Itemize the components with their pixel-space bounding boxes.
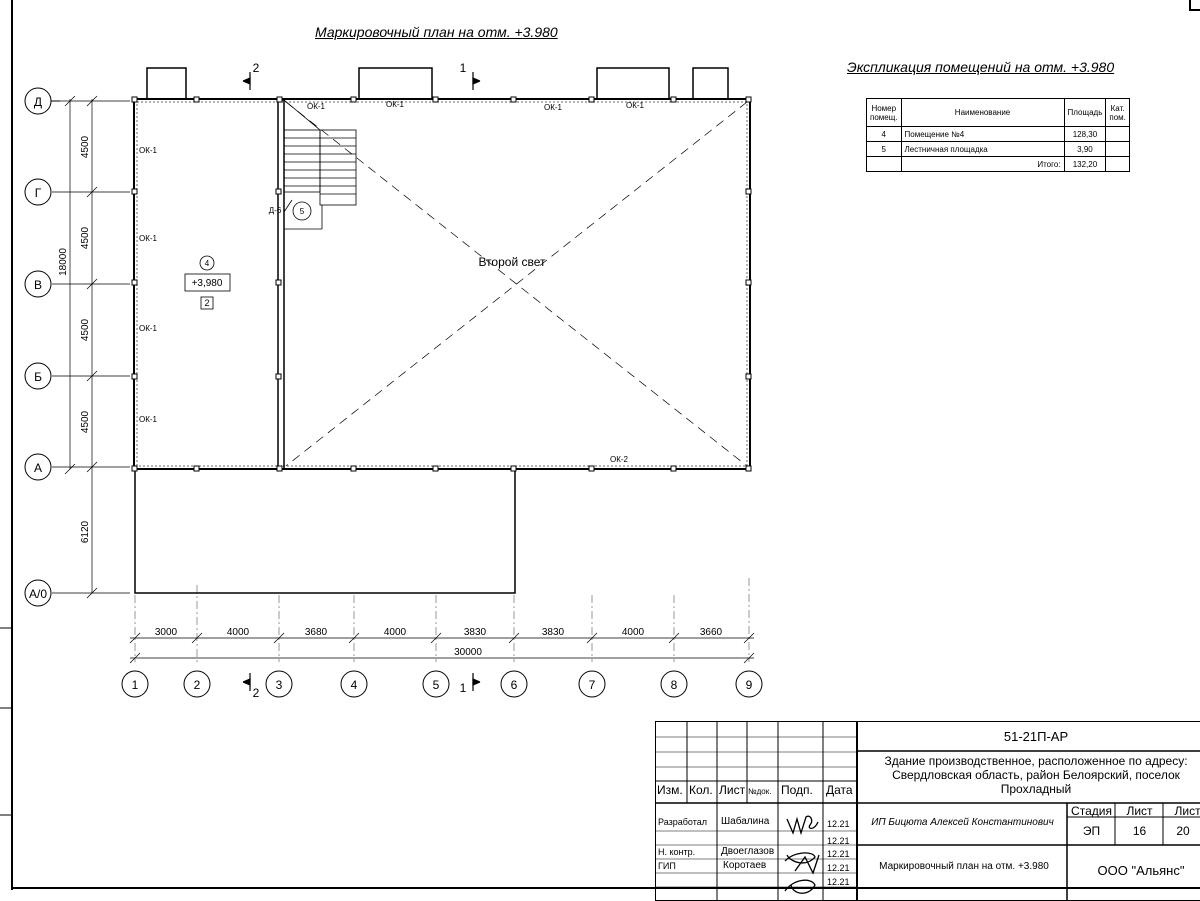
door-mark: Д-6 [269, 206, 282, 215]
room-4-level: +3,980 [192, 278, 223, 289]
window-mark: ОК-1 [139, 146, 158, 155]
axis-row-G: Г [35, 186, 42, 200]
dim-col-5: 3830 [464, 627, 487, 638]
plan-title: Маркировочный план на отм. +3.980 [315, 24, 558, 40]
second-light-label: Второй свет [478, 255, 546, 269]
axis-col-6: 6 [511, 678, 518, 692]
name-gip: Коротаев [723, 860, 767, 871]
axis-row-A: А [34, 461, 42, 475]
stage-label: Стадия [1071, 804, 1112, 818]
table-header: Наименование [900, 98, 1065, 127]
axis-col-1: 1 [132, 678, 139, 692]
axis-col-4: 4 [351, 678, 358, 692]
name-control: Двоеглазов [721, 846, 775, 857]
table-row: 4 Помещение №4 128,30 [866, 126, 1130, 142]
date-developer: 12.21 [827, 819, 850, 829]
date-control-2: 12.21 [827, 836, 850, 846]
explication-table: Номер помещ. Наименование Площадь Кат. п… [866, 98, 1130, 172]
column-header: Подп. [781, 783, 813, 797]
window-mark: ОК-1 [139, 234, 158, 243]
stage-value: ЭП [1082, 824, 1101, 838]
floor-plan: Д Г В Б А А/0 1 2 3 4 5 6 7 8 9 4500 450… [24, 61, 763, 700]
dim-col-4: 4000 [384, 627, 407, 638]
role-control: Н. контр. [658, 847, 696, 857]
axis-col-9: 9 [746, 678, 753, 692]
sheets-value: 20 [1176, 824, 1190, 838]
name-developer: Шабалина [721, 816, 770, 827]
section-label-1-top: 1 [460, 61, 467, 75]
window-mark: ОК-2 [610, 455, 629, 464]
window-mark: ОК-1 [626, 101, 645, 110]
window-mark: ОК-1 [544, 103, 563, 112]
section-label-2-bottom: 2 [253, 686, 260, 700]
axis-row-A0: А/0 [29, 587, 47, 601]
dim-col-total: 30000 [454, 647, 482, 658]
dim-row-2: 4500 [80, 226, 91, 249]
dim-row-4: 4500 [80, 410, 91, 433]
sheets-label: Листов [1174, 804, 1200, 818]
project-code: 51-21П-АР [1003, 729, 1069, 744]
role-developer: Разработал [658, 817, 707, 827]
window-mark: ОК-1 [139, 324, 158, 333]
company-person: ИП Бицюта Алексей Константинович [871, 817, 1054, 828]
sheet-title: Маркировочный план на отм. +3.980 [879, 861, 1049, 872]
room-5-number: 5 [300, 207, 305, 216]
sheet-label: Лист [1126, 804, 1153, 818]
sheet-value: 16 [1132, 824, 1147, 838]
axis-col-5: 5 [433, 678, 440, 692]
room-4-number: 4 [205, 259, 210, 268]
title-block: 51-21П-АР Здание производственное, распо… [655, 721, 1200, 901]
window-mark: ОК-1 [139, 415, 158, 424]
organization: ООО "Альянс" [1097, 863, 1185, 878]
dim-row-1: 4500 [80, 135, 91, 158]
column-header: Изм. [657, 783, 683, 797]
table-header: Площадь [1063, 98, 1107, 127]
dim-col-1: 3000 [155, 627, 178, 638]
column-header: Кол. [689, 783, 713, 797]
dim-col-7: 4000 [622, 627, 645, 638]
building-description: Здание производственное, расположенное п… [884, 754, 1188, 796]
section-label-2-top: 2 [253, 61, 260, 75]
dim-row-total: 18000 [58, 248, 69, 276]
date-control: 12.21 [827, 849, 850, 859]
table-header: Кат. пом. [1105, 98, 1130, 127]
axis-row-V: В [34, 278, 42, 292]
dim-col-6: 3830 [542, 627, 565, 638]
axis-row-B: Б [34, 370, 42, 384]
dim-row-5: 6120 [80, 520, 91, 543]
dim-col-8: 3660 [700, 627, 723, 638]
room-4-category: 2 [204, 298, 209, 308]
table-header: Номер помещ. [866, 98, 902, 127]
column-header: Дата [826, 783, 853, 797]
axis-row-D: Д [34, 95, 42, 109]
column-header: Лист [719, 783, 746, 797]
window-mark: ОК-1 [386, 100, 405, 109]
window-mark: ОК-1 [307, 102, 326, 111]
date-gip: 12.21 [827, 863, 850, 873]
dim-col-3: 3680 [305, 627, 328, 638]
column-header: №док. [748, 787, 772, 796]
role-gip: ГИП [658, 861, 676, 871]
date-gip-2: 12.21 [827, 877, 850, 887]
section-label-1-bottom: 1 [460, 681, 467, 695]
table-row: 5 Лестничная площадка 3,90 [866, 141, 1130, 157]
dim-col-2: 4000 [227, 627, 250, 638]
axis-col-8: 8 [671, 678, 678, 692]
axis-col-2: 2 [194, 678, 201, 692]
signature [784, 815, 820, 894]
dim-row-3: 4500 [80, 318, 91, 341]
axis-col-7: 7 [589, 678, 596, 692]
axis-col-3: 3 [276, 678, 283, 692]
explication-title: Экспликация помещений на отм. +3.980 [847, 59, 1115, 75]
table-total-row: Итого: 132,20 [866, 156, 1130, 172]
